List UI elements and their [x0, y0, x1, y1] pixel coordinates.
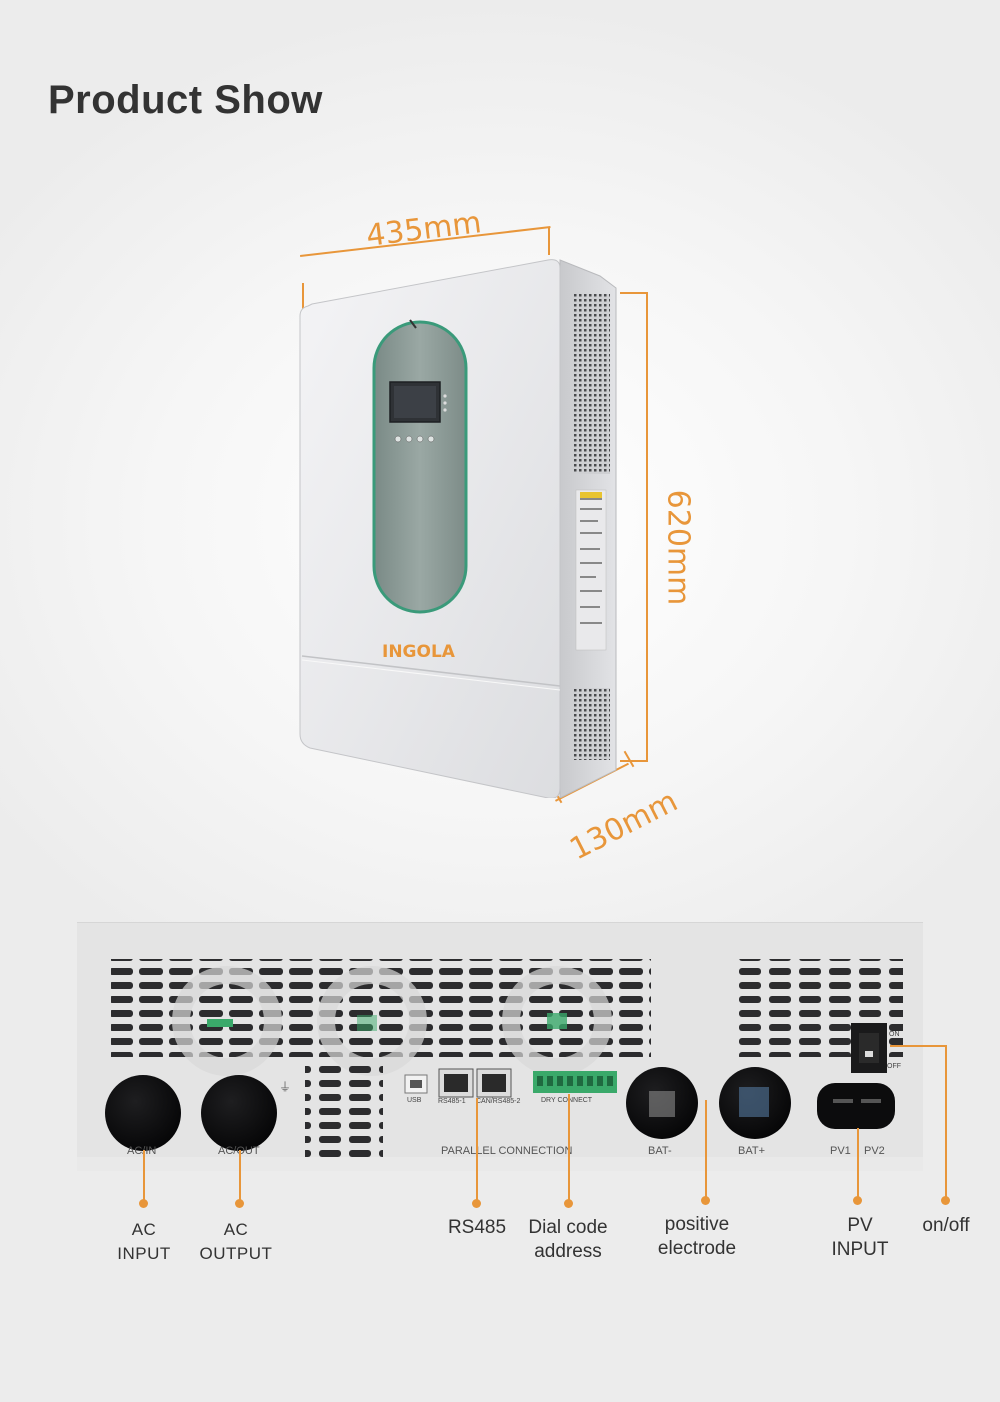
callout-on-off: on/off	[922, 1215, 970, 1236]
rear-panel-image: ⏚	[77, 922, 923, 1171]
ingola-logo-mark: INGOLA	[382, 642, 456, 662]
callout-line-ac-input	[143, 1150, 145, 1202]
callout-line-rs485	[476, 1098, 478, 1202]
svg-text:INGOLA: INGOLA	[382, 642, 456, 662]
width-tick-left	[302, 283, 304, 311]
svg-text:⏚: ⏚	[279, 1080, 291, 1094]
label-ac-in: AC/IN	[127, 1145, 157, 1157]
callout-line-pv-input	[857, 1128, 859, 1200]
callout-dial-code-address: Dial code address	[528, 1217, 608, 1262]
callout-hline-on-off	[890, 1045, 946, 1047]
label-bat-minus: BAT-	[648, 1145, 672, 1157]
callout-dot-rs485	[472, 1199, 481, 1208]
callout-positive-electrode: positive electrode	[657, 1214, 737, 1259]
callout-dot-dial-code	[564, 1199, 573, 1208]
callout-dot-ac-output	[235, 1199, 244, 1208]
height-tick-bottom	[620, 760, 648, 762]
inverter-image: INGOLA	[299, 259, 617, 798]
label-switch-on: ON	[889, 1031, 900, 1038]
label-parallel-connection: PARALLEL CONNECTION	[441, 1145, 573, 1157]
callout-dot-ac-input	[139, 1199, 148, 1208]
label-pv2: PV2	[864, 1145, 885, 1157]
callout-dot-positive-electrode	[701, 1196, 710, 1205]
callout-rs485: RS485	[447, 1217, 507, 1238]
callout-ac-output: AC OUTPUT	[199, 1220, 273, 1263]
label-rs485-1: RS485-1	[438, 1098, 466, 1105]
callout-pv-input: PV INPUT	[831, 1215, 889, 1260]
height-tick-top	[620, 292, 648, 294]
callout-ac-input: AC INPUT	[117, 1220, 171, 1263]
label-bat-plus: BAT+	[738, 1145, 766, 1157]
label-can-rs485-2: CAN/RS485-2	[476, 1098, 521, 1105]
label-dry-connect: DRY CONNECT	[541, 1097, 593, 1104]
page-title: Product Show	[48, 78, 323, 122]
callout-line-dial-code	[568, 1094, 570, 1202]
callout-line-positive-electrode	[705, 1100, 707, 1200]
width-tick-right	[548, 227, 550, 255]
label-usb: USB	[407, 1097, 422, 1104]
label-switch-off: OFF	[887, 1063, 901, 1070]
callout-dot-pv-input	[853, 1196, 862, 1205]
height-dimension-line	[646, 293, 648, 761]
callout-line-ac-output	[239, 1150, 241, 1202]
callout-dot-on-off	[941, 1196, 950, 1205]
label-ac-out: AC/OUT	[218, 1145, 260, 1157]
width-dimension-label: 435mm	[364, 205, 484, 254]
label-pv1: PV1	[830, 1145, 851, 1157]
callout-line-on-off	[945, 1045, 947, 1200]
height-dimension-label: 620mm	[660, 489, 696, 606]
